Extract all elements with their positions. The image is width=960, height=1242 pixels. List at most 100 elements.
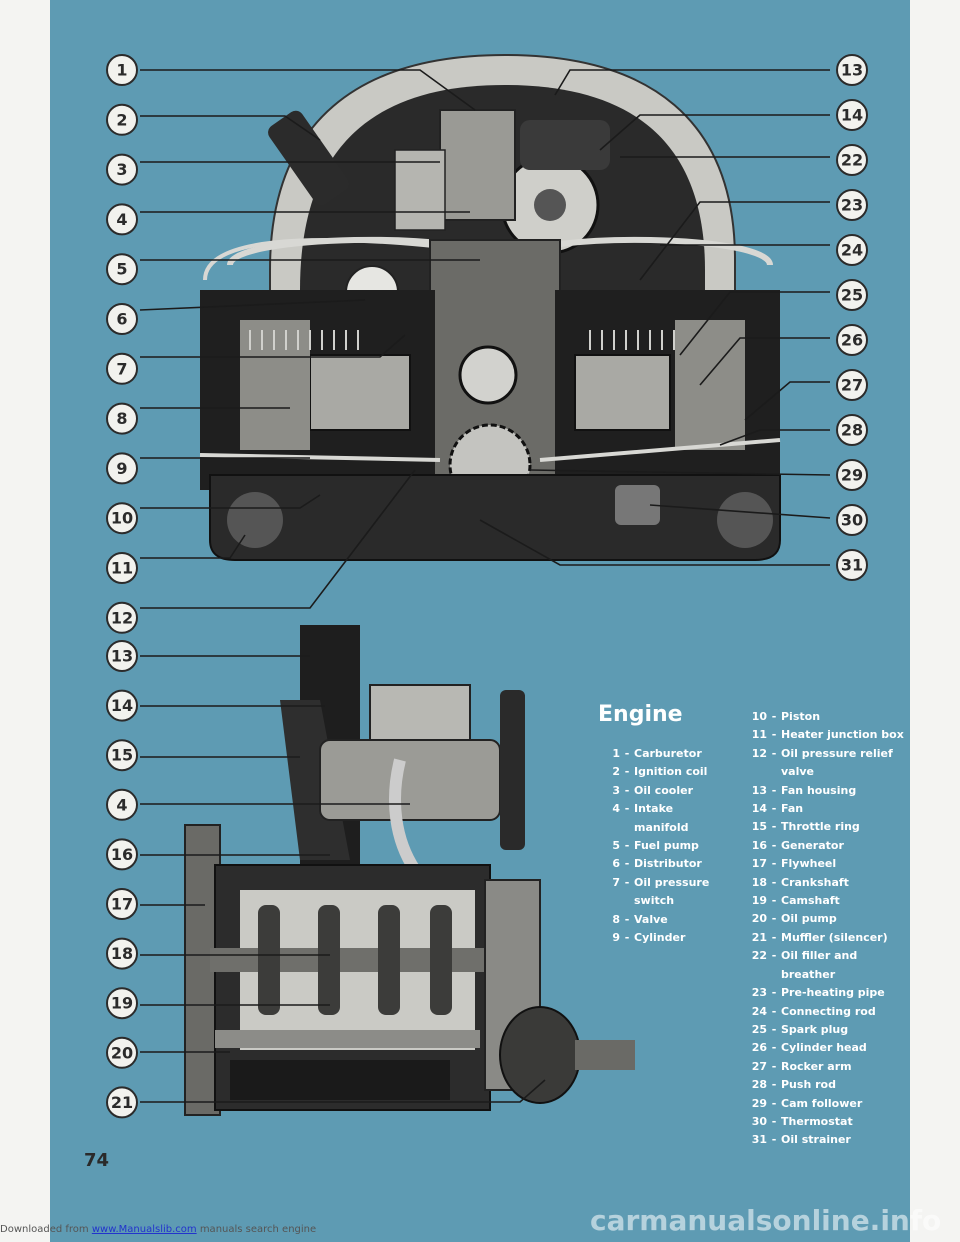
callout-label: 20 bbox=[111, 1043, 133, 1062]
thermostat-top bbox=[615, 485, 660, 525]
legend-item-separator: - bbox=[771, 802, 777, 816]
legend-item-number: 17 bbox=[751, 857, 767, 871]
legend-item-number: 24 bbox=[751, 1004, 767, 1018]
page-left-margin bbox=[0, 0, 50, 1242]
legend-item-separator: - bbox=[771, 912, 777, 926]
callout-circle bbox=[106, 303, 138, 335]
legend-item-number: 3 bbox=[612, 783, 620, 797]
legend-item-number: 4 bbox=[612, 802, 620, 816]
legend-item-number: 28 bbox=[751, 1078, 767, 1092]
legend-item-number: 13 bbox=[751, 783, 767, 797]
legend-item: 27-Rocker arm bbox=[745, 1058, 905, 1076]
legend-item-label: Thermostat bbox=[781, 1114, 853, 1128]
callout-label: 17 bbox=[111, 895, 133, 914]
crank-gear-top bbox=[458, 345, 518, 405]
legend-item: 14-Fan bbox=[745, 800, 905, 818]
legend-item-number: 9 bbox=[612, 931, 620, 945]
legend-item: 26-Cylinder head bbox=[745, 1039, 905, 1057]
legend-item-label: Flywheel bbox=[781, 857, 837, 871]
legend-item-number: 5 bbox=[612, 839, 620, 853]
legend-item: 7-Oil pressure switch bbox=[598, 874, 728, 911]
legend-item: 6-Distributor bbox=[598, 855, 728, 873]
legend-item: 8-Valve bbox=[598, 911, 728, 929]
legend-item-label: Rocker arm bbox=[781, 1059, 852, 1073]
legend-item-separator: - bbox=[771, 1041, 777, 1055]
callout-label: 6 bbox=[116, 310, 127, 329]
callout-label: 14 bbox=[841, 106, 863, 125]
callout-label: 5 bbox=[116, 260, 127, 279]
callout-label: 10 bbox=[111, 509, 133, 528]
push-rod-left bbox=[199, 453, 441, 462]
legend-item-label: Oil pressure switch bbox=[634, 875, 710, 908]
legend-item-separator: - bbox=[771, 838, 777, 852]
engine-side-view bbox=[184, 625, 635, 1116]
callout-label: 2 bbox=[116, 110, 127, 129]
callout-label: 26 bbox=[841, 331, 863, 350]
callout-label: 15 bbox=[111, 746, 133, 765]
leader-lines bbox=[139, 69, 831, 1103]
legend-item-number: 20 bbox=[751, 912, 767, 926]
legend-item-number: 10 bbox=[751, 710, 767, 723]
callout-circle bbox=[106, 203, 138, 236]
intake-manifold-top-2 bbox=[203, 238, 471, 281]
legend-item: 29-Cam follower bbox=[745, 1095, 905, 1113]
exhaust-pipe bbox=[575, 1040, 635, 1070]
legend-item-label: Fan housing bbox=[781, 783, 857, 797]
callout-circle bbox=[836, 324, 868, 356]
callout-circle bbox=[106, 739, 138, 772]
legend-item-label: Oil pump bbox=[781, 912, 837, 926]
legend-item-label: Distributor bbox=[634, 857, 702, 871]
legend-item-separator: - bbox=[771, 728, 777, 742]
callout-label: 31 bbox=[841, 556, 863, 575]
callout-label: 19 bbox=[111, 994, 133, 1013]
legend-item-number: 25 bbox=[751, 1022, 767, 1036]
legend-item: 11-Heater junction box bbox=[745, 726, 905, 744]
generator-top bbox=[520, 120, 610, 170]
legend-item-label: Push rod bbox=[781, 1078, 836, 1092]
legend-item: 21-Muffler (silencer) bbox=[745, 929, 905, 947]
legend-item-label: Oil strainer bbox=[781, 1133, 851, 1147]
legend-item-number: 19 bbox=[751, 894, 767, 908]
carburetor-side bbox=[369, 684, 471, 746]
footer-prefix: Downloaded from bbox=[0, 1224, 92, 1235]
callout-circle bbox=[836, 99, 868, 131]
callout-label: 28 bbox=[841, 421, 863, 440]
legend-item-separator: - bbox=[624, 747, 630, 760]
legend-item: 3-Oil cooler bbox=[598, 782, 728, 800]
legend-item-number: 11 bbox=[751, 728, 767, 742]
footer-link[interactable]: www.Manualslib.com bbox=[91, 1224, 197, 1235]
oil-cooler-top bbox=[394, 149, 446, 231]
crank-throws bbox=[258, 905, 452, 1015]
page-right-margin bbox=[910, 0, 960, 1242]
callout-circle bbox=[836, 189, 868, 221]
callout-circle bbox=[836, 54, 868, 86]
legend-item: 15-Throttle ring bbox=[745, 818, 905, 836]
heater-box-left bbox=[227, 492, 283, 548]
legend-item-label: Connecting rod bbox=[781, 1004, 876, 1018]
legend-item: 22-Oil filler and breather bbox=[745, 947, 905, 984]
callout-label: 30 bbox=[841, 511, 863, 530]
callout-circle bbox=[106, 253, 138, 286]
legend-item-number: 2 bbox=[612, 765, 620, 779]
legend-item-separator: - bbox=[771, 820, 777, 834]
oil-pan-side bbox=[230, 1060, 450, 1100]
legend-item-label: Muffler (silencer) bbox=[781, 930, 888, 944]
callout-label: 13 bbox=[841, 61, 863, 80]
legend-item-label: Cylinder bbox=[634, 931, 686, 945]
engine-rear-view bbox=[199, 53, 781, 561]
callout-label: 4 bbox=[116, 210, 127, 229]
legend-item-number: 21 bbox=[751, 930, 767, 944]
fan-pulley-hub bbox=[534, 189, 566, 221]
legend-item: 16-Generator bbox=[745, 837, 905, 855]
callout-circle bbox=[106, 352, 138, 385]
camshaft-side bbox=[215, 1030, 480, 1048]
legend-item: 4-Intake manifold bbox=[598, 800, 728, 837]
right-cylinder-bank bbox=[555, 290, 780, 490]
callout-circle bbox=[106, 689, 138, 722]
callout-label: 23 bbox=[841, 196, 863, 215]
legend-item: 28-Push rod bbox=[745, 1076, 905, 1094]
legend-item-number: 8 bbox=[612, 912, 620, 926]
legend-item-label: Valve bbox=[634, 912, 668, 926]
crankshaft-side bbox=[210, 948, 510, 972]
